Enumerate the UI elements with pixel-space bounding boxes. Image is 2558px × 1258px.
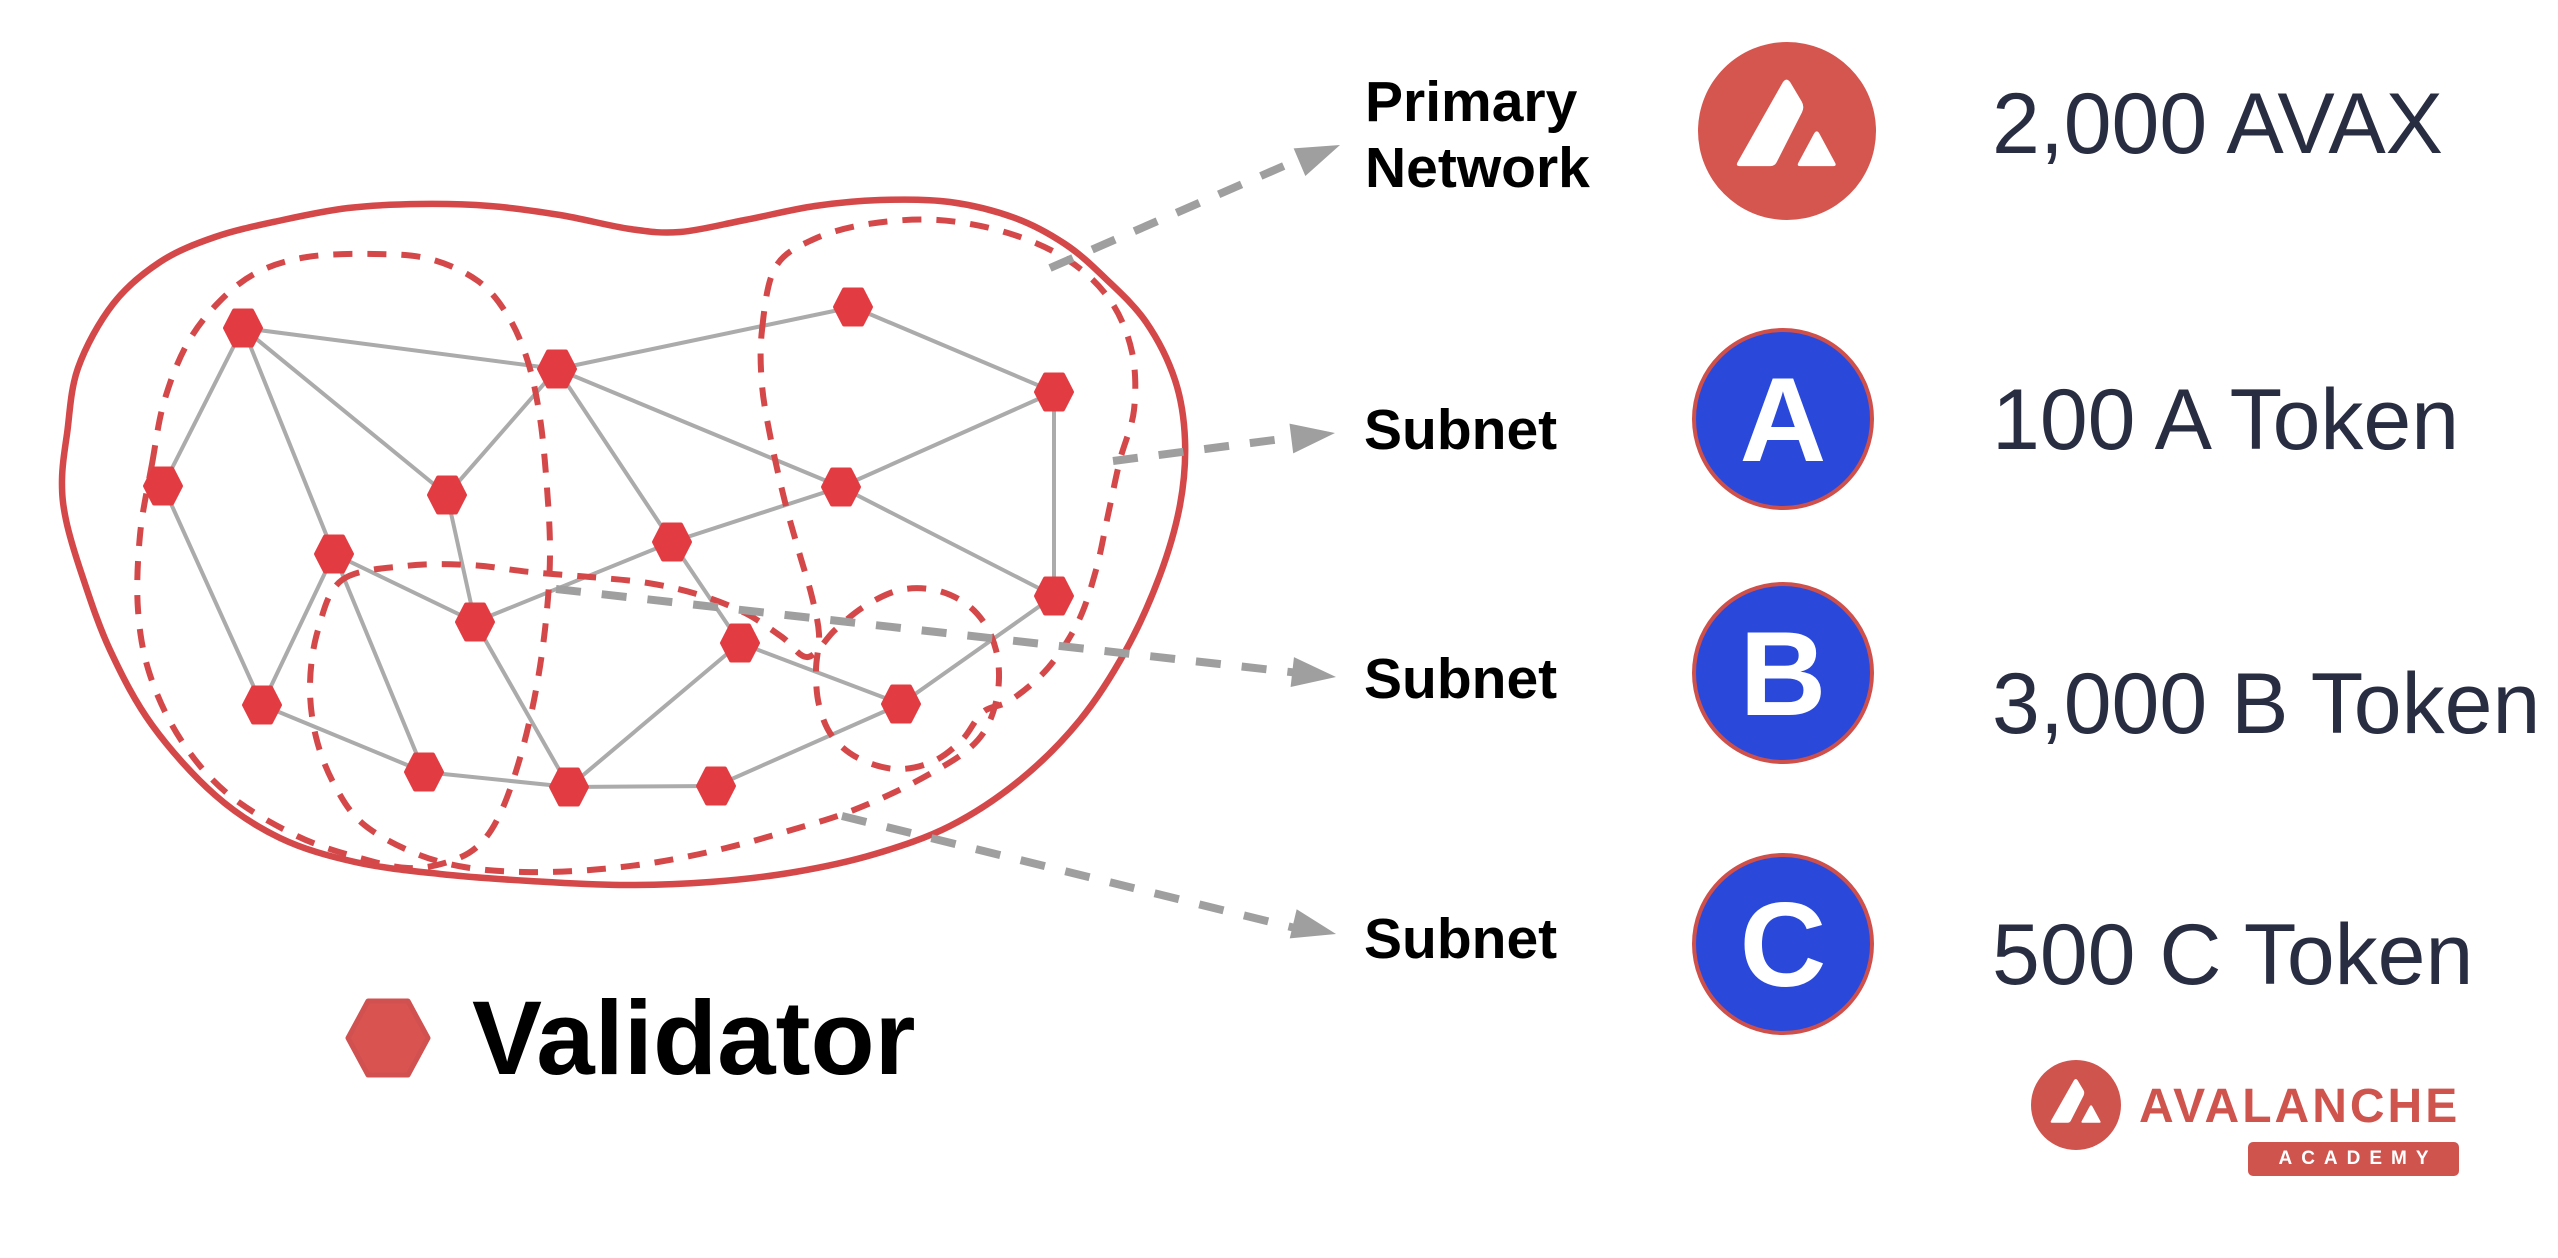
arrow-primary-line bbox=[1048, 154, 1304, 272]
token-circle-B bbox=[1692, 582, 1874, 764]
edge bbox=[161, 485, 264, 706]
validator-hexagon bbox=[821, 467, 861, 507]
validator-hexagon bbox=[242, 685, 282, 725]
edge bbox=[332, 553, 426, 773]
edge bbox=[840, 485, 1055, 598]
validator-hexagon bbox=[1034, 576, 1074, 616]
arrow-subnet-1-head bbox=[1289, 423, 1335, 454]
arrow-subnet-2-line bbox=[555, 585, 1300, 677]
subnet-bottom-outline bbox=[306, 561, 1003, 876]
primary-network-label: Primary Network bbox=[1365, 70, 1590, 200]
validator-hexagon bbox=[549, 767, 589, 807]
avalanche-wordmark: AVALANCHE bbox=[2139, 1080, 2461, 1133]
primary-network-outline bbox=[58, 196, 1189, 889]
avax-mountain-icon bbox=[1736, 79, 1836, 167]
edge bbox=[739, 641, 902, 706]
edge bbox=[333, 552, 476, 624]
edge bbox=[261, 703, 425, 774]
edge bbox=[556, 367, 842, 489]
edge bbox=[161, 327, 245, 487]
subnet-label-1: Subnet bbox=[1364, 398, 1558, 462]
validator-hexagon bbox=[427, 475, 467, 515]
arrow-subnet-3-line bbox=[841, 812, 1300, 933]
edge bbox=[260, 553, 336, 706]
edge bbox=[568, 784, 717, 789]
legend-validator-hexagon bbox=[345, 998, 431, 1078]
subnet-right-outline bbox=[757, 216, 1139, 773]
arrow-subnet-1-line bbox=[1112, 433, 1298, 465]
validator-hexagon bbox=[881, 684, 921, 724]
edge bbox=[840, 390, 1055, 489]
edge bbox=[567, 641, 742, 789]
token-circle-C bbox=[1692, 853, 1874, 1035]
requirement-text-1: 100 A Token bbox=[1992, 372, 2460, 469]
edge bbox=[555, 367, 674, 544]
requirement-text-2: 3,000 B Token bbox=[1992, 656, 2541, 753]
token-letter-B: B bbox=[1740, 607, 1827, 741]
edge bbox=[241, 326, 449, 497]
edge bbox=[242, 326, 558, 371]
validator-hexagon bbox=[720, 623, 760, 663]
arrow-subnet-3-head bbox=[1289, 909, 1336, 939]
validator-legend-label: Validator bbox=[472, 980, 916, 1097]
validator-hexagon bbox=[696, 766, 736, 806]
arrow-primary-head bbox=[1293, 145, 1340, 176]
validator-hexagon bbox=[404, 752, 444, 792]
edge bbox=[445, 494, 477, 623]
validator-hexagon bbox=[652, 522, 692, 562]
subnet-left-outline bbox=[134, 250, 554, 872]
academy-badge-text: ACADEMY bbox=[2278, 1148, 2438, 1169]
edge bbox=[474, 540, 673, 624]
edge bbox=[671, 485, 842, 544]
validator-hexagon bbox=[1034, 372, 1074, 412]
validator-hexagon bbox=[223, 308, 263, 348]
validator-hexagon bbox=[314, 534, 354, 574]
token-letter-A: A bbox=[1740, 353, 1827, 487]
edge bbox=[556, 305, 854, 371]
arrow-subnet-2-head bbox=[1290, 657, 1336, 687]
edge bbox=[445, 367, 559, 497]
edge bbox=[715, 702, 902, 788]
subnet-label-3: Subnet bbox=[1364, 907, 1558, 971]
edge bbox=[473, 621, 571, 788]
edge bbox=[852, 305, 1055, 394]
token-letter-C: C bbox=[1740, 878, 1827, 1012]
edge bbox=[899, 594, 1056, 706]
validator-hexagon bbox=[143, 466, 183, 506]
requirement-text-0: 2,000 AVAX bbox=[1992, 76, 2444, 173]
validator-hexagon bbox=[455, 602, 495, 642]
academy-logo-mountain bbox=[2050, 1079, 2101, 1123]
requirement-text-3: 500 C Token bbox=[1992, 907, 2474, 1004]
token-circle-A bbox=[1692, 328, 1874, 510]
edge bbox=[241, 327, 336, 555]
subnet-label-2: Subnet bbox=[1364, 647, 1558, 711]
edge bbox=[423, 770, 570, 789]
validator-hexagon bbox=[537, 349, 577, 389]
validator-hexagon bbox=[833, 287, 873, 327]
academy-badge: ACADEMY bbox=[2248, 1142, 2459, 1176]
